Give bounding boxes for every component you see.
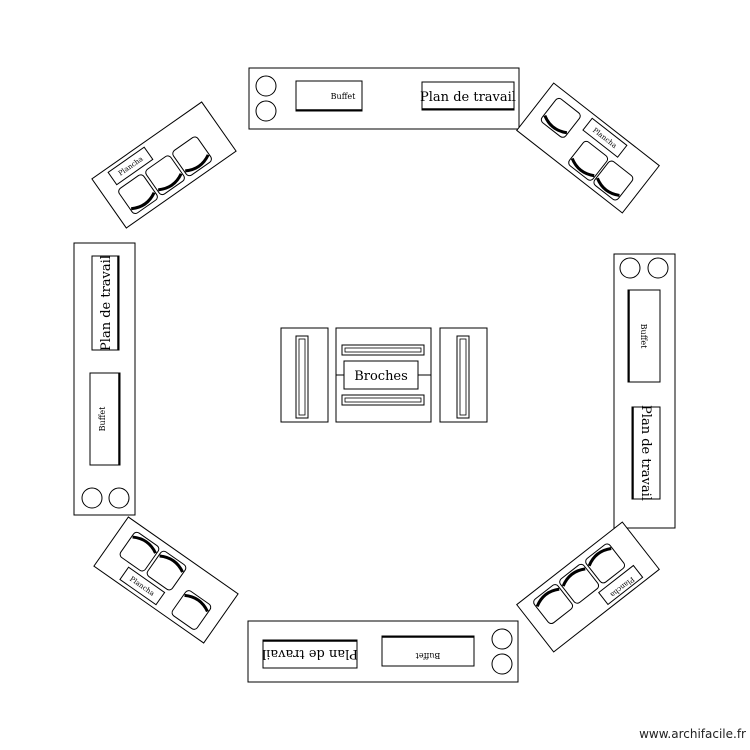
buffet-box [295, 80, 363, 112]
sink-icon [255, 100, 277, 122]
station-right: Buffet Plan de travail [613, 253, 676, 529]
sink-icon [108, 487, 130, 509]
buffet-box [381, 635, 475, 667]
plan-de-travail-box [262, 639, 358, 669]
buffet-label: Buffet [331, 92, 356, 101]
broches-box [343, 360, 419, 390]
buffet-box [89, 372, 121, 466]
plan-de-travail-box [421, 81, 515, 111]
plan-de-travail-box [631, 406, 661, 500]
sink-icon [255, 75, 277, 97]
buffet-label: Buffet [98, 406, 107, 431]
sink-icon [491, 653, 513, 675]
station-bottom-right: Plancha [516, 521, 660, 653]
plancha-box [107, 146, 154, 186]
plancha-box [598, 564, 644, 606]
sink-icon [491, 628, 513, 650]
station-left: Buffet Plan de travail [73, 242, 136, 516]
station-top-left: Plancha [91, 101, 237, 229]
plan-de-travail-label: Plan de travail [420, 90, 516, 105]
plancha-box [119, 566, 166, 606]
plancha-box [582, 117, 628, 158]
plan-de-travail-label: Plan de travail [638, 405, 653, 501]
watermark: www.archifacile.fr [639, 727, 746, 741]
buffet-box [627, 289, 661, 383]
plan-de-travail-label: Plan de travail [262, 646, 358, 661]
station-top-right: Plancha [516, 82, 660, 214]
plan-de-travail-label: Plan de travail [99, 255, 114, 351]
station-bottom: Buffet Plan de travail [247, 620, 519, 683]
buffet-label: Buffet [639, 324, 648, 349]
station-top: Buffet Plan de travail [248, 67, 520, 130]
broches-label: Broches [354, 369, 408, 384]
sink-icon [619, 257, 641, 279]
station-bottom-left: Plancha [93, 516, 239, 644]
sink-icon [647, 257, 669, 279]
sink-icon [81, 487, 103, 509]
plan-de-travail-box [91, 255, 120, 351]
center-island: Broches [280, 327, 488, 423]
buffet-label: Buffet [415, 651, 440, 660]
